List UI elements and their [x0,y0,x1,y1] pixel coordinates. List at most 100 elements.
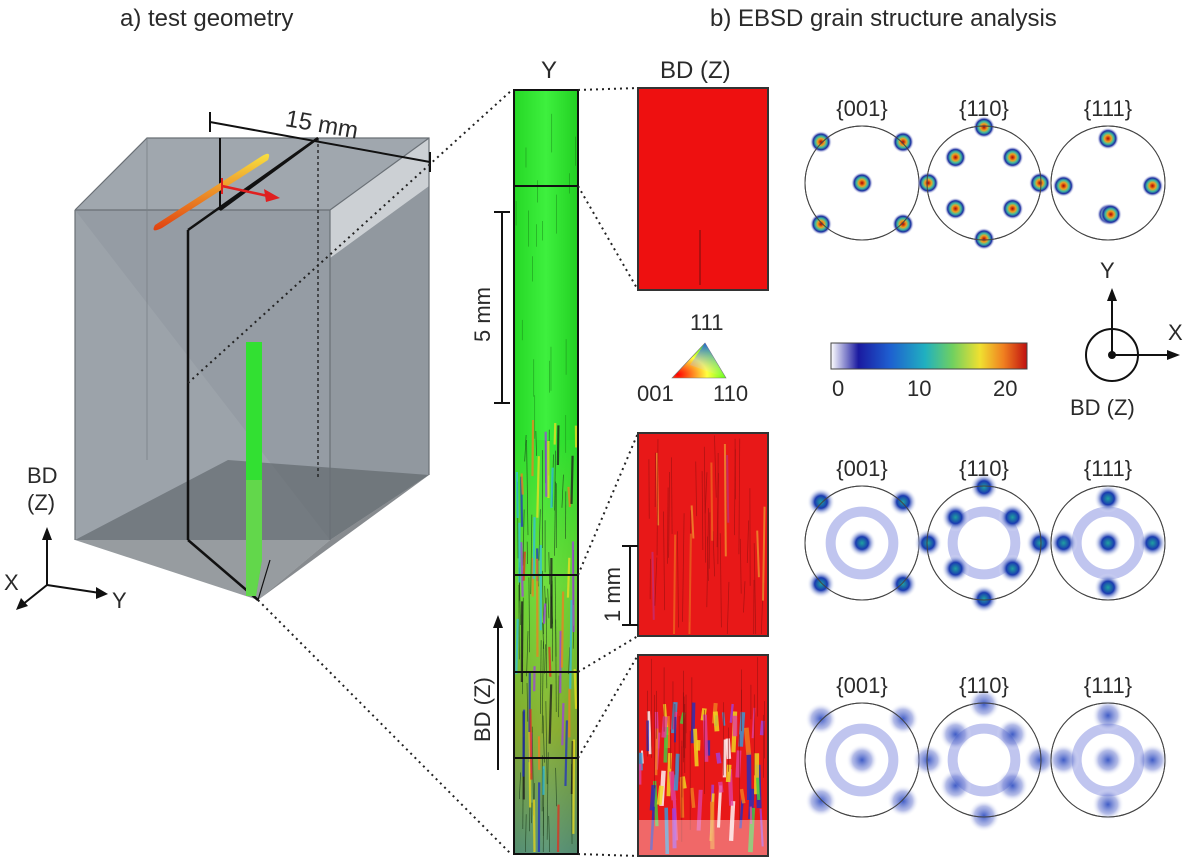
pole-spot [914,529,943,557]
pole-spot [809,130,832,153]
grain-streak [756,777,761,801]
pole-spot [887,702,920,735]
grain-streak [532,799,536,853]
pole-spot [996,718,1029,751]
bd-arrow [493,615,503,770]
ebsd-strip [513,89,579,855]
pole-spot [892,130,915,153]
grain-streak [556,425,560,466]
pole-spot [804,702,837,735]
grain-streak [548,815,551,853]
grain-streak [548,552,550,585]
axis-z: (Z) [27,490,55,515]
grain-streak [526,631,529,677]
grain-streak [690,787,696,809]
pole-spot [806,487,835,516]
grain-streak [661,716,668,738]
grain-streak [553,423,557,445]
grain-streak [753,543,757,635]
pole-figure-label: {110} [959,673,1009,698]
pole-spot [1141,174,1164,197]
grain-streak [561,474,564,508]
grain-streak [723,443,727,557]
pole-spot [851,172,873,194]
panel-b-title: b) EBSD grain structure analysis [710,5,1057,32]
grain-streak [715,752,722,764]
axis-x: X [4,570,19,595]
strip-label-y: Y [541,57,557,84]
grain-streak [743,581,746,613]
grain-streak [725,764,732,783]
grain-streak [726,581,730,635]
grain-streak [560,591,565,668]
grain-streak [522,709,526,777]
grain-streak [748,807,756,853]
pole-spot [846,744,878,776]
grain-streak [570,455,574,504]
pole-figure: {111} [1047,673,1169,821]
grain-streak [762,506,766,601]
pole-figure-label: {111} [1084,456,1132,481]
texture-ring [947,723,1021,797]
grain-streak [569,599,573,690]
grain-streak [550,467,554,508]
grain-streak [528,732,532,808]
grain-streak [544,644,546,674]
pole-spot [941,554,970,583]
ebsd-column-3d [246,342,262,596]
pole-spot [939,718,972,751]
grain-streak [673,534,677,635]
pole-figure: {001} [804,96,920,241]
grain-streak [710,462,714,541]
grain-streak [540,640,542,714]
grain-streak [690,505,695,539]
grain-streak [714,435,717,498]
grain-streak [522,551,526,581]
texture-ring [825,506,899,580]
texture-ring [825,723,899,797]
pole-spot [968,799,1000,832]
colorbar-tick-20: 20 [993,376,1017,401]
grain-streak [524,434,527,462]
strip-bd-label: BD (Z) [470,677,495,742]
grain-streak [688,533,692,635]
grain-streak [548,684,553,744]
colorbar-tick-0: 0 [832,376,844,401]
scan-direction-arrow [221,178,280,202]
grain-streak [672,808,677,849]
grain-streak [573,669,578,709]
pole-spot [1052,174,1075,197]
pole-spot [944,146,967,169]
strip-label-bd: BD (Z) [660,57,731,84]
grain-streak [718,781,724,793]
pole-figure-label: {110} [959,456,1009,481]
grain-streak [542,603,547,624]
grain-streak [520,542,524,597]
pole-figure: {111} [1050,96,1166,241]
grain-streak [702,714,709,762]
pole-spot [804,785,837,818]
pole-spot [1092,744,1124,776]
grain-streak [668,771,677,801]
pole-spot [1099,203,1122,226]
pole-spot [1001,197,1024,220]
grain-streak [568,647,570,675]
grain-streak [682,513,685,622]
grain-streak [690,702,696,744]
pole-figure-label: {110} [959,96,1009,121]
grain-streak [538,509,541,561]
grain-streak [746,520,750,564]
pole-spot [889,570,918,599]
ipf-001: 001 [637,381,674,406]
grain-streak [570,741,574,795]
scale-bar-1mm [622,545,638,626]
pole-spot [1138,529,1167,557]
pole-spot [996,769,1029,802]
grain-streak [695,461,698,517]
pole-spot [973,227,995,250]
ipf-110: 110 [713,381,748,406]
ebsd-map-middle [637,432,769,637]
ipf-color-key [671,342,727,379]
pole-spot [970,473,998,502]
zoom-lines-right [577,87,639,857]
